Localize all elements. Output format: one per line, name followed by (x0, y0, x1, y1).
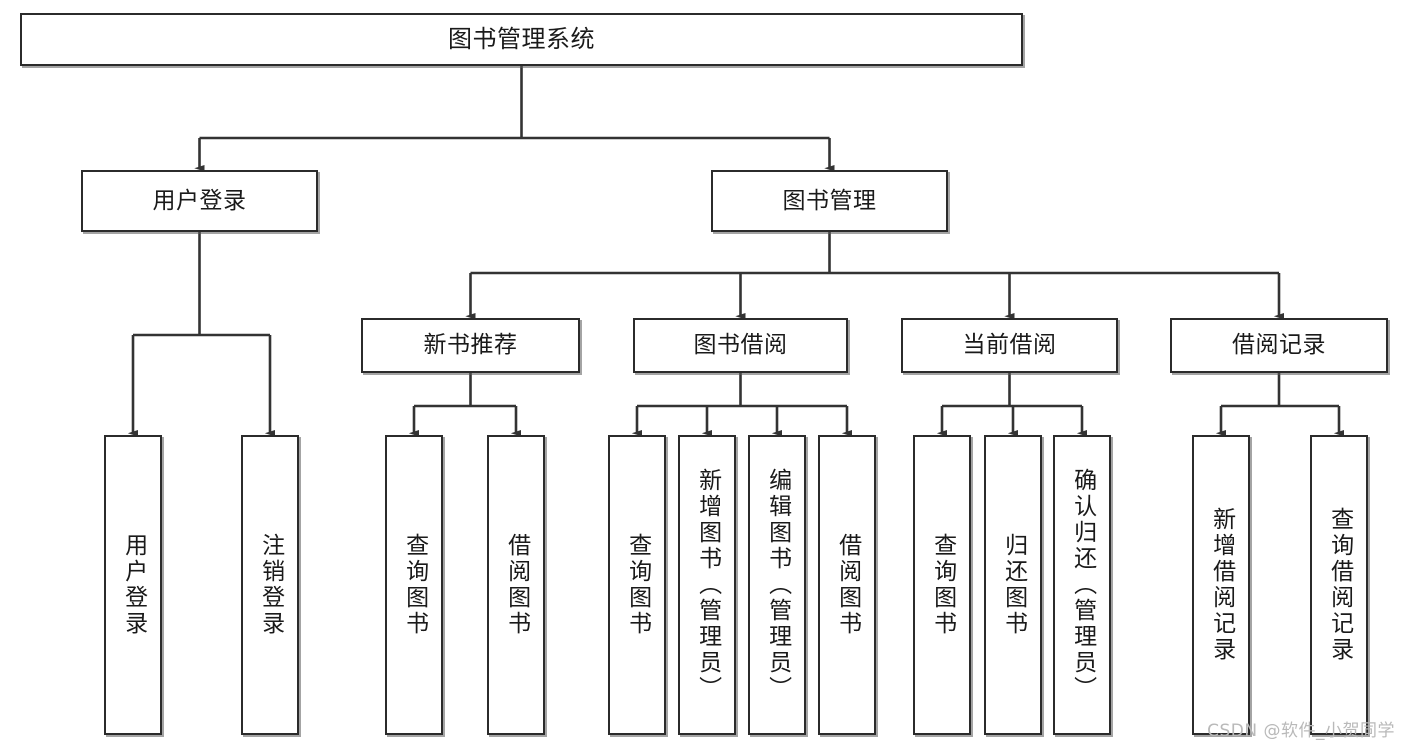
node-leaf-query-borrow-record-label: 查询借阅记录 (1326, 507, 1353, 663)
node-leaf-user-login-label: 用户登录 (120, 533, 147, 637)
node-leaf-query-book-current[interactable]: 查询图书 (913, 435, 971, 735)
node-current-borrow-label: 当前借阅 (962, 332, 1057, 359)
node-leaf-user-login[interactable]: 用户登录 (104, 435, 162, 735)
node-book-borrow[interactable]: 图书借阅 (633, 318, 848, 373)
node-new-book-rec[interactable]: 新书推荐 (361, 318, 580, 373)
node-leaf-borrow-book[interactable]: 借阅图书 (818, 435, 876, 735)
node-leaf-query-book-current-label: 查询图书 (929, 533, 956, 637)
node-user-login-label: 用户登录 (152, 187, 247, 214)
node-user-login[interactable]: 用户登录 (81, 170, 318, 232)
node-leaf-query-book-rec[interactable]: 查询图书 (385, 435, 443, 735)
node-leaf-edit-book-admin[interactable]: 编辑图书（管理员） (748, 435, 806, 735)
watermark-text: CSDN @软件_小贺同学 (1207, 721, 1395, 741)
node-current-borrow[interactable]: 当前借阅 (901, 318, 1118, 373)
edges-group (127, 66, 1345, 437)
node-leaf-borrow-book-rec[interactable]: 借阅图书 (487, 435, 545, 735)
node-borrow-record[interactable]: 借阅记录 (1170, 318, 1388, 373)
node-leaf-add-borrow-record-label: 新增借阅记录 (1208, 507, 1235, 663)
node-leaf-borrow-book-rec-label: 借阅图书 (503, 533, 530, 637)
node-leaf-add-book-admin-label: 新增图书（管理员） (694, 468, 721, 702)
node-leaf-query-book-borrow-label: 查询图书 (624, 533, 651, 637)
node-leaf-return-book-label: 归还图书 (1000, 533, 1027, 637)
node-leaf-return-book[interactable]: 归还图书 (984, 435, 1042, 735)
node-leaf-edit-book-admin-label: 编辑图书（管理员） (764, 468, 791, 702)
node-book-borrow-label: 图书借阅 (693, 332, 788, 359)
node-borrow-record-label: 借阅记录 (1232, 332, 1326, 359)
node-leaf-query-book-rec-label: 查询图书 (401, 533, 428, 637)
node-leaf-add-borrow-record[interactable]: 新增借阅记录 (1192, 435, 1250, 735)
node-leaf-confirm-return-admin[interactable]: 确认归还（管理员） (1053, 435, 1111, 735)
node-leaf-add-book-admin[interactable]: 新增图书（管理员） (678, 435, 736, 735)
node-root[interactable]: 图书管理系统 (20, 13, 1023, 66)
node-leaf-query-book-borrow[interactable]: 查询图书 (608, 435, 666, 735)
node-leaf-logout-label: 注销登录 (257, 533, 284, 637)
node-leaf-borrow-book-label: 借阅图书 (834, 533, 861, 637)
node-leaf-confirm-return-admin-label: 确认归还（管理员） (1069, 468, 1096, 702)
node-root-label: 图书管理系统 (448, 24, 595, 53)
node-leaf-logout[interactable]: 注销登录 (241, 435, 299, 735)
node-book-manage[interactable]: 图书管理 (711, 170, 948, 232)
node-leaf-query-borrow-record[interactable]: 查询借阅记录 (1310, 435, 1368, 735)
node-new-book-rec-label: 新书推荐 (423, 332, 518, 359)
node-book-manage-label: 图书管理 (782, 187, 877, 214)
